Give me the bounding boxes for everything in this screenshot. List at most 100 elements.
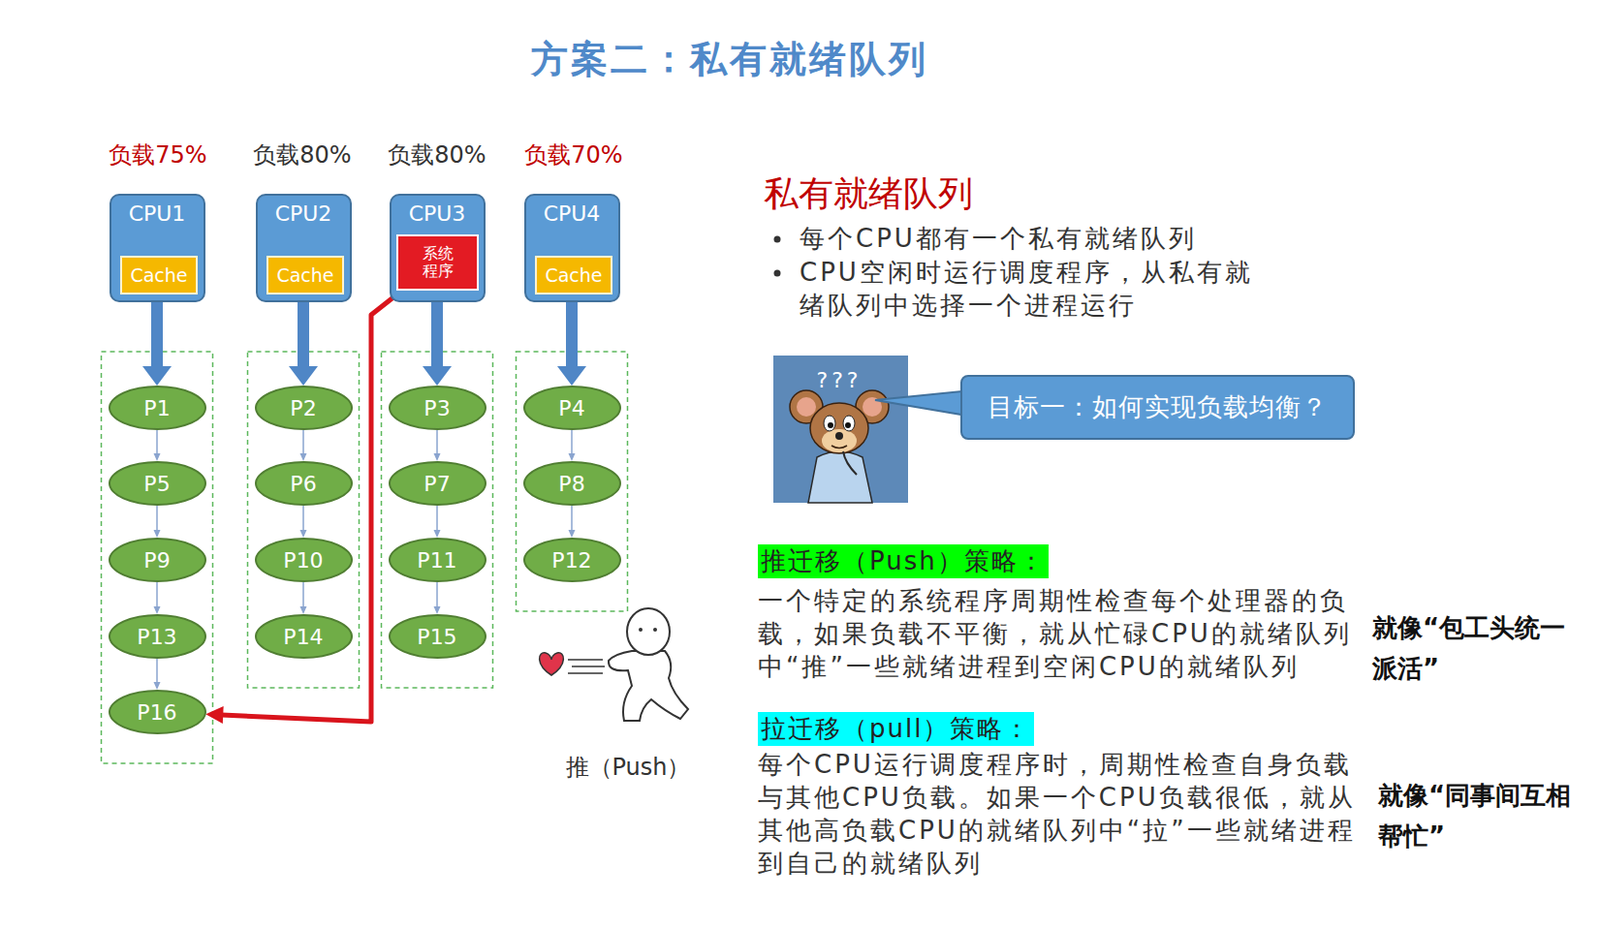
connector-arrow: [288, 302, 318, 386]
analogy-note: 就像“包工头统一派活”: [1372, 607, 1581, 690]
picture-ground: [773, 355, 909, 503]
connector-arrow: [154, 430, 161, 462]
analogy-note: 就像“同事间互相帮忙”: [1378, 775, 1587, 857]
node-text: 系统程序: [421, 245, 455, 282]
mouse-shirt: [808, 451, 873, 503]
arrow-shaft: [156, 430, 158, 455]
node-text: P7: [423, 471, 450, 497]
connector-arrow: [142, 302, 172, 386]
slide-title: 方案二：私有就绪队列: [531, 34, 929, 85]
connector-arrow: [568, 505, 576, 538]
process-ellipse: P11: [388, 537, 487, 583]
process-ellipse: P5: [108, 461, 207, 506]
arrow-shaft: [151, 302, 163, 369]
figure-eye: [638, 627, 643, 632]
arrow-head: [557, 366, 587, 386]
arrow-head: [300, 453, 308, 462]
node-text: P9: [143, 548, 170, 573]
arrow-head: [154, 453, 161, 462]
node-text: Cache: [276, 264, 334, 286]
process-ellipse: P7: [388, 461, 487, 506]
cpu-box: CPU1Cache: [109, 193, 206, 303]
arrow-head: [568, 453, 576, 462]
bullet-dot: [774, 270, 782, 278]
arrow-head: [154, 682, 161, 691]
connector-arrow: [434, 430, 441, 462]
arrow-shaft: [570, 505, 573, 532]
section-heading: 私有就绪队列: [763, 170, 973, 219]
ready-queue-frame: [101, 351, 214, 764]
process-ellipse: P3: [388, 385, 487, 431]
arrow-shaft: [156, 658, 158, 684]
arrow-shaft: [156, 582, 158, 608]
mouse-nose: [835, 432, 844, 440]
cache-box: Cache: [534, 255, 613, 295]
load-label: 负载70%: [524, 139, 623, 171]
arrow-shaft: [431, 302, 443, 369]
process-ellipse: P15: [388, 614, 487, 659]
arrow-head: [300, 530, 308, 538]
arrow-shaft: [436, 505, 439, 532]
node-text: P2: [289, 396, 316, 421]
mouse-eye: [843, 415, 855, 432]
mouse-eye: [823, 415, 836, 432]
arrow-head: [434, 453, 441, 462]
node-text: P3: [423, 396, 450, 421]
process-ellipse: P9: [108, 537, 207, 583]
load-label: 负载80%: [387, 139, 486, 171]
arrow-shaft: [436, 430, 439, 455]
question-marks: ???: [815, 368, 862, 393]
process-ellipse: P10: [254, 537, 353, 583]
node-text: P14: [282, 625, 323, 650]
mouse-muzzle: [821, 429, 857, 453]
strategy-heading: 推迁移（Push）策略：: [757, 544, 1049, 579]
arrow-shaft: [302, 505, 305, 532]
figure-body: [608, 651, 689, 722]
ready-queue-frame: [516, 351, 628, 612]
speed-line: [567, 658, 603, 661]
connector-arrow: [422, 302, 452, 386]
connector-arrow: [557, 302, 587, 386]
connector-arrow: [154, 658, 161, 691]
process-ellipse: P2: [254, 385, 353, 431]
arrow-head: [205, 706, 223, 724]
node-text: CPU3: [408, 201, 467, 226]
connectors: [142, 290, 587, 724]
arrow-head: [288, 366, 318, 386]
ready-queue-frame: [381, 351, 494, 689]
bullet-dot: [774, 236, 782, 244]
arrow-shaft: [156, 505, 158, 532]
push-figure: [539, 608, 689, 722]
node-text: P4: [558, 396, 585, 421]
node-text: CPU2: [275, 201, 333, 226]
arrow-head: [434, 530, 441, 538]
connector-arrow: [300, 430, 308, 462]
process-ellipse: P12: [523, 537, 622, 583]
node-text: P11: [416, 548, 457, 573]
process-ellipse: P6: [254, 461, 353, 506]
node-text: P5: [143, 471, 170, 497]
bullet-text: CPU空闲时运行调度程序，从私有就绪队列中选择一个进程运行: [799, 255, 1280, 322]
connector-arrow: [300, 582, 308, 615]
node-text: Cache: [129, 264, 188, 286]
jerry-picture: [773, 355, 909, 503]
arrow-head: [422, 366, 452, 386]
arrow-head: [568, 530, 576, 538]
process-ellipse: P13: [108, 614, 207, 659]
arrow-head: [154, 606, 161, 615]
node-text: P6: [289, 471, 316, 497]
ready-queue-frame: [248, 351, 360, 689]
speed-line: [567, 672, 603, 675]
heart: [539, 653, 565, 676]
cpu-box: CPU3 系统程序: [389, 193, 486, 303]
connector-arrow: [300, 505, 308, 538]
bubble-pointer: [875, 391, 962, 415]
process-ellipse: P4: [523, 385, 622, 431]
load-label: 负载80%: [252, 139, 351, 171]
node-text: CPU1: [128, 201, 187, 226]
speech-bubble: 目标一：如何实现负载均衡？: [960, 375, 1355, 440]
arrow-shaft: [302, 430, 305, 455]
strategy-text: 一个特定的系统程序周期性检查每个处理器的负载，如果负载不平衡，就从忙碌CPU的就…: [757, 584, 1359, 684]
mouse-ear-inner: [796, 397, 816, 417]
